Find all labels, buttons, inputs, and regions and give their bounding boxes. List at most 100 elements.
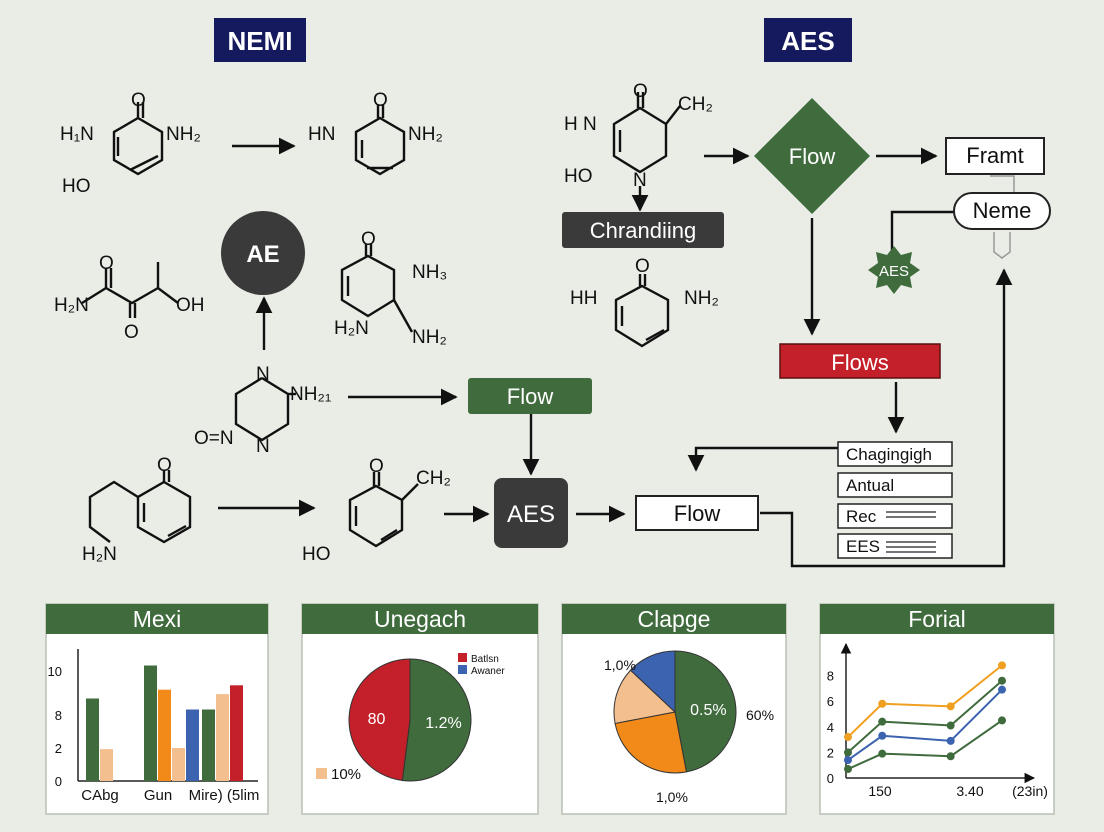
node-aes-dark: AES [494, 478, 568, 548]
mol8-label-ho: HO [564, 166, 593, 187]
mol6-label-h2n: H₂N [82, 544, 117, 565]
line-x-tick: 150 [868, 783, 892, 799]
mol4-label-nh3: NH₃ [412, 262, 447, 283]
bar [202, 709, 215, 781]
svg-text:Forial: Forial [908, 606, 966, 632]
molecule-5 [234, 376, 296, 442]
pie-slice-label: 80 [368, 711, 386, 728]
line-point [946, 736, 955, 745]
svg-text:Flow: Flow [674, 501, 721, 526]
pie-slice-label: 0.5% [690, 702, 726, 719]
line-point [946, 752, 955, 761]
node-flows-red: Flows [779, 343, 941, 379]
molecule-3 [81, 262, 179, 318]
mol9-label-nh2: NH₂ [684, 288, 719, 309]
mol1-label-nh2: NH₂ [166, 124, 201, 145]
bar-y-tick: 2 [55, 741, 62, 756]
svg-text:Chrandiing: Chrandiing [590, 218, 696, 243]
mol3-label-oh: OH [176, 295, 205, 316]
line-point [998, 661, 1006, 670]
mol5-label-n2: N [256, 436, 270, 457]
mol2-label-o: O [373, 90, 388, 111]
bar [230, 685, 243, 781]
line-point [878, 717, 887, 726]
svg-text:Chagingigh: Chagingigh [846, 445, 932, 464]
svg-text:Unegach: Unegach [374, 606, 466, 632]
line-point [998, 716, 1006, 725]
svg-text:Flows: Flows [831, 350, 888, 375]
header-aes: AES [764, 18, 852, 62]
pie-outer-label: 60% [746, 707, 774, 723]
header-nemi: NEMI [214, 18, 306, 62]
node-flow-mid: Flow [468, 378, 592, 414]
mol7-label-ch: CH₂ [416, 468, 451, 489]
bar-y-tick: 10 [48, 664, 62, 679]
bar [144, 665, 157, 781]
bar [186, 709, 199, 781]
svg-text:Clapge: Clapge [638, 606, 711, 632]
line-point [844, 748, 852, 757]
pie-slice [629, 650, 676, 714]
pie-slice [613, 669, 677, 725]
bar [172, 748, 185, 781]
node-flow-diamond: Flow [754, 98, 870, 214]
pie-outer-label: 1,0% [656, 789, 688, 805]
line-point [878, 731, 887, 740]
node-neme: Neme [953, 192, 1051, 230]
line-y-tick: 6 [827, 694, 834, 709]
connector-neme [890, 210, 960, 262]
line-point [844, 765, 852, 774]
line-point [946, 702, 955, 711]
pie-legend-label: Awaner [471, 666, 505, 677]
svg-text:AE: AE [246, 241, 279, 268]
mol6-label-o: O [157, 455, 172, 476]
mol8-label-hn: H N [564, 114, 597, 135]
pie-note-swatch [316, 768, 327, 779]
mol2-label-hn: HN [308, 124, 335, 145]
bar [100, 749, 113, 781]
line-y-tick: 2 [827, 745, 834, 760]
molecule-9 [614, 274, 670, 348]
arrow-flowbox-to-right [760, 268, 1013, 568]
molecule-8 [612, 92, 681, 174]
list-box-3: Rec [837, 503, 953, 529]
line-point [844, 733, 852, 742]
mol7-label-ho: HO [302, 544, 331, 565]
line-series [847, 688, 1003, 761]
node-aes-star: AES [868, 246, 920, 294]
bar-y-tick: 0 [55, 774, 62, 789]
svg-text:Flow: Flow [507, 384, 554, 409]
node-ae-circle: AE [221, 211, 305, 295]
line-point [878, 749, 887, 758]
line-point [998, 676, 1006, 685]
line-point [946, 721, 955, 730]
list-box-2: Antual [837, 472, 953, 498]
line-series [847, 679, 1003, 754]
mol4-label-nh2: NH₂ [412, 327, 447, 348]
molecule-4 [340, 244, 414, 333]
line-y-tick: 0 [827, 771, 834, 786]
molecule-1 [112, 102, 164, 176]
list-box-4: EES [837, 533, 953, 559]
svg-text:Framt: Framt [966, 143, 1023, 168]
pie-legend-swatch [458, 665, 467, 674]
svg-text:AES: AES [781, 26, 834, 56]
pie-slice [348, 658, 411, 782]
line-series [847, 719, 1003, 770]
pie-slice [614, 711, 688, 774]
list-box-1: Chagingigh [837, 441, 953, 467]
mol8-label-ch: CH₂ [678, 94, 713, 115]
mol9-label-hh: HH [570, 288, 597, 309]
molecule-6 [88, 470, 192, 544]
pie-legend-swatch [458, 653, 467, 662]
mol4-label-h2n: H₂N [334, 318, 369, 339]
svg-text:NEMI: NEMI [228, 26, 293, 56]
node-chrandiing: Chrandiing [562, 212, 724, 248]
line-x-tick: 3.40 [956, 783, 983, 799]
bar [216, 694, 229, 781]
pie-note-label: 10% [331, 766, 361, 783]
mol5-label-nh: NH₂₁ [290, 384, 331, 405]
pie-slice [401, 658, 472, 782]
